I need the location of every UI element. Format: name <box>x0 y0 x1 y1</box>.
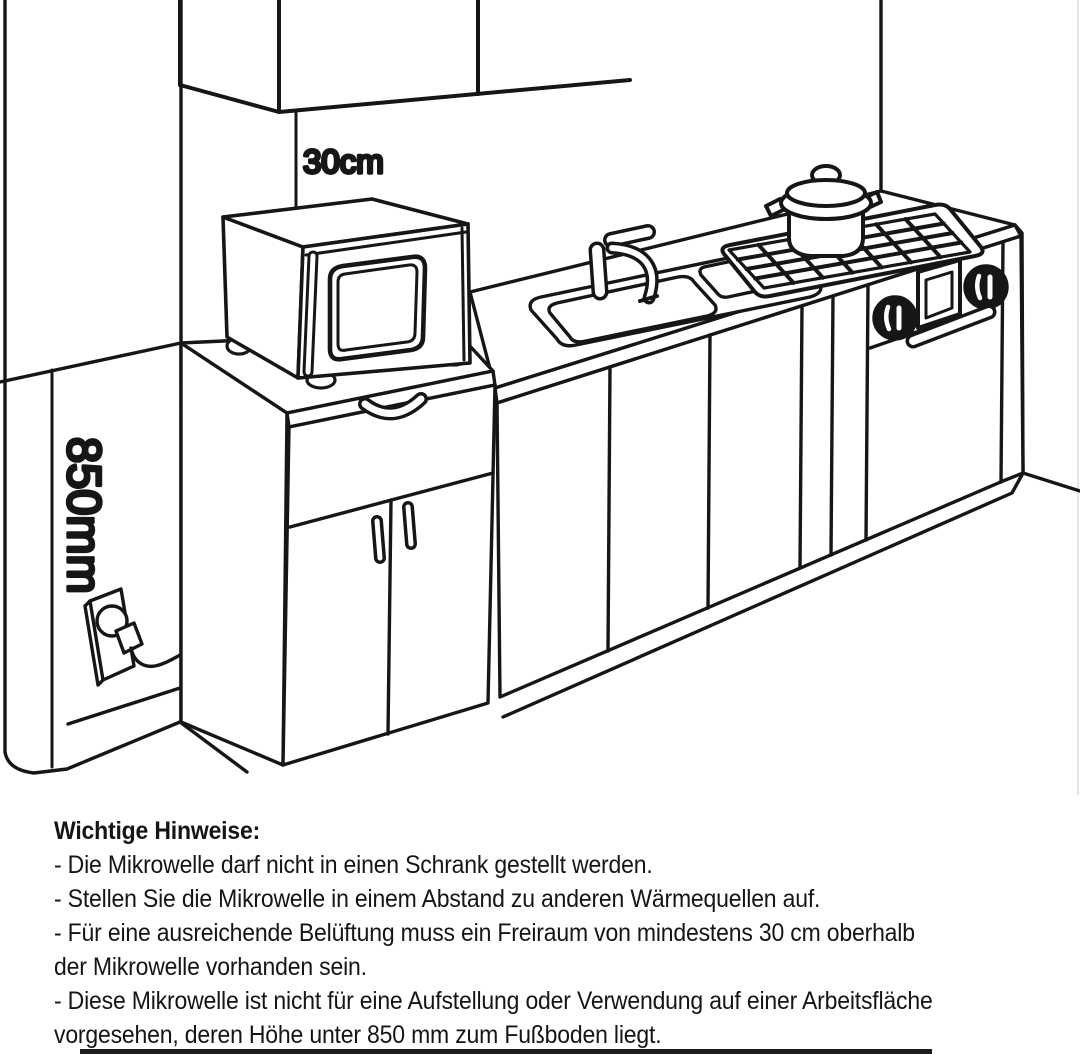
microwave-front <box>296 222 472 380</box>
cabinet-seam-2 <box>706 333 712 610</box>
note-line: - Die Mikrowelle darf nicht in einen Sch… <box>54 851 653 879</box>
oven-window-outer <box>916 258 962 330</box>
outlet-plate-edge <box>83 599 105 687</box>
grate-bar-cross-6 <box>903 217 943 260</box>
cabinet-seam-1 <box>606 365 612 653</box>
toe-kick-line <box>501 471 1025 719</box>
cabinet-seam-3 <box>798 304 804 570</box>
clearance-dimension-label: 30cm <box>303 143 384 180</box>
left-baseboard-top <box>66 686 182 726</box>
oven-knob-right-slit <box>975 273 983 301</box>
oven-knob-right <box>963 264 1009 310</box>
door-seam <box>386 498 393 736</box>
sink-bowl <box>547 274 718 344</box>
note-line: vorgesehen, deren Höhe unter 850 mm zum … <box>54 1021 662 1049</box>
door-handle-right-inner <box>405 504 414 547</box>
oven-knob-left-slit <box>884 304 892 332</box>
floor-edge-left <box>178 720 249 774</box>
door-handle-left-inner <box>374 518 383 561</box>
microwave-window-inner <box>336 263 419 352</box>
cutoff-text-line <box>80 1049 932 1054</box>
note-line: - Stellen Sie die Mikrowelle in einem Ab… <box>54 885 821 913</box>
base-cabinet <box>179 328 497 767</box>
grate-bar-cross-5 <box>874 222 914 265</box>
grate-bar-cross-1 <box>756 242 796 285</box>
height-dimension: 850mm <box>50 368 113 769</box>
note-line: - Für eine ausreichende Belüftung muss e… <box>54 919 915 947</box>
wall-cabinet-bottom-left <box>178 83 281 114</box>
microwave-door-frame-top <box>304 230 468 257</box>
note-line: der Mikrowelle vorhanden sein. <box>54 953 367 981</box>
microwave <box>221 197 472 390</box>
cabinet-seam-4 <box>829 294 835 557</box>
cooking-pot <box>764 164 883 258</box>
note-line: - Diese Mikrowelle ist nicht für eine Au… <box>54 987 933 1015</box>
kitchen-placement-diagram: 850mm 30cm <box>0 0 1080 795</box>
wall-cabinet <box>178 0 632 114</box>
wall-outlet <box>83 587 184 687</box>
oven-handle-inner <box>909 308 993 345</box>
important-notes: Wichtige Hinweise: - Die Mikrowelle darf… <box>54 814 974 1052</box>
faucet-head-inner <box>606 227 653 245</box>
notes-heading: Wichtige Hinweise: <box>54 817 261 845</box>
grate-inner-border <box>727 212 972 290</box>
floor-edge-right <box>1021 471 1080 493</box>
height-dimension-label: 850mm <box>58 437 111 594</box>
faucet-base-inner <box>592 245 605 297</box>
height-reference-line <box>0 341 183 384</box>
left-wall-edge <box>3 0 182 775</box>
microwave-door-frame-right <box>460 226 466 362</box>
oven <box>868 258 1009 350</box>
cabinet-seam-5 <box>864 283 870 542</box>
oven-window-inner <box>924 270 954 320</box>
plug-head <box>114 621 144 655</box>
power-cord <box>129 646 184 668</box>
clearance-dimension: 30cm <box>294 109 385 208</box>
microwave-door-handle-inner <box>305 253 316 375</box>
faucet <box>588 224 659 305</box>
pot-lid-top <box>785 178 867 208</box>
drawer-handle-inner <box>361 395 425 417</box>
wall-cabinet-bottom-front <box>277 78 632 114</box>
microwave-window-outer <box>327 254 428 362</box>
faucet-spout-tip <box>638 294 659 303</box>
base-cabinet-side <box>179 341 289 767</box>
faucet-spout-inner <box>609 245 656 301</box>
oven-knob-left <box>872 295 918 341</box>
grate-bar-long-3 <box>753 240 964 281</box>
